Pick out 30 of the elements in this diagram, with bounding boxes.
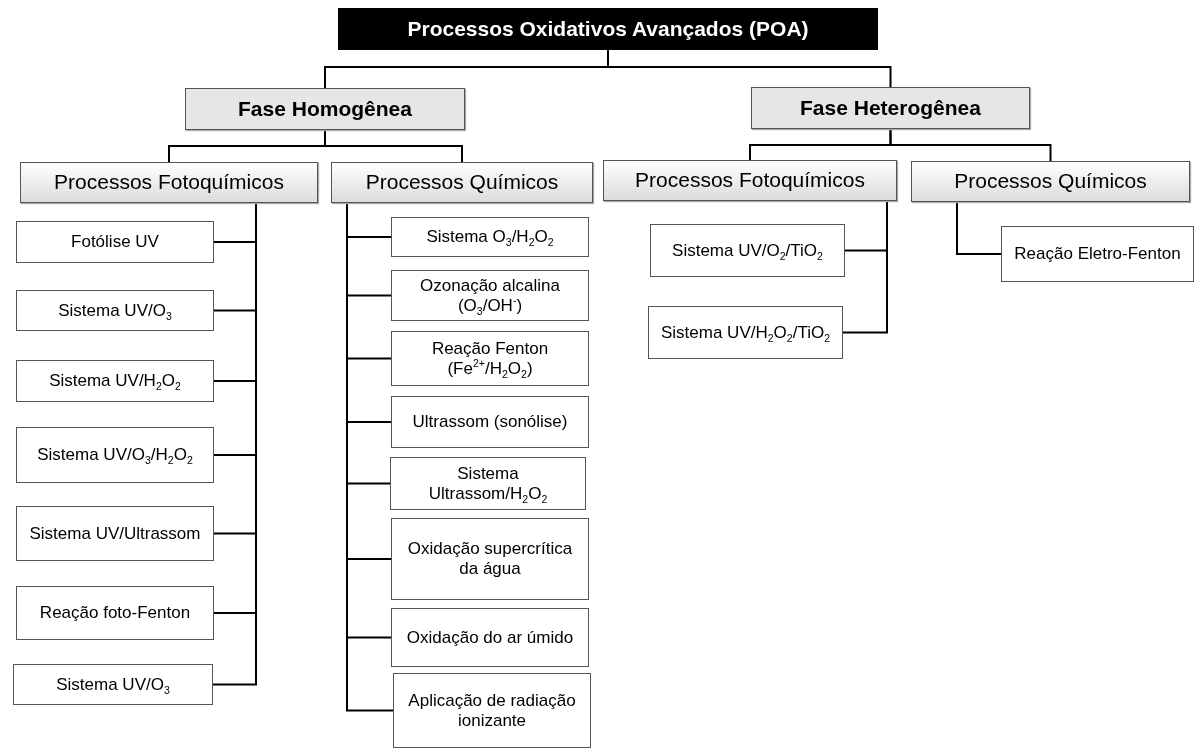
process-box: Reação Fenton (Fe$^{2+}$/H$_{2}$O$_{2}$) — [391, 331, 589, 386]
phase-box: Fase Heterogênea — [751, 87, 1030, 129]
process-box: Sistema UV/H$_{2}$O$_{2}$/TiO$_{2}$ — [648, 306, 843, 359]
process-box: Ozonação alcalina (O$_{3}$/OH$^{-}$) — [391, 270, 589, 321]
process-box: Oxidação supercrítica da água — [391, 518, 589, 600]
process-box: Sistema UV/O$_{3}$/H$_{2}$O$_{2}$ — [16, 427, 214, 483]
process-box: Sistema UV/Ultrassom — [16, 506, 214, 561]
connector-line — [607, 49, 892, 88]
process-box: Oxidação do ar úmido — [391, 608, 589, 667]
process-box: Sistema UV/O$_{3}$ — [16, 290, 214, 331]
root-box: Processos Oxidativos Avançados (POA) — [338, 8, 878, 50]
process-box: Sistema UV/H$_{2}$O$_{2}$ — [16, 360, 214, 402]
process-box: Ultrassom (sonólise) — [391, 396, 589, 448]
connector-line — [889, 128, 1052, 162]
connector-line — [842, 200, 888, 334]
process-box: Sistema O$_{3}$/H$_{2}$O$_{2}$ — [391, 217, 589, 257]
category-box: Processos Químicos — [911, 161, 1190, 202]
connector-line — [956, 201, 1002, 255]
category-box: Processos Fotoquímicos — [20, 162, 318, 203]
process-box: Reação Eletro-Fenton — [1001, 226, 1194, 282]
process-box: Reação foto-Fenton — [16, 586, 214, 640]
process-box: Sistema UV/O$_{2}$/TiO$_{2}$ — [650, 224, 845, 277]
category-box: Processos Químicos — [331, 162, 593, 203]
process-box: Fotólise UV — [16, 221, 214, 263]
connector-line — [324, 129, 463, 163]
category-box: Processos Fotoquímicos — [603, 160, 897, 201]
process-box: Sistema UV/O$_{3}$ — [13, 664, 213, 705]
process-box: Sistema Ultrassom/H$_{2}$O$_{2}$ — [390, 457, 586, 510]
phase-box: Fase Homogênea — [185, 88, 465, 130]
process-box: Aplicação de radiação ionizante — [393, 673, 591, 748]
